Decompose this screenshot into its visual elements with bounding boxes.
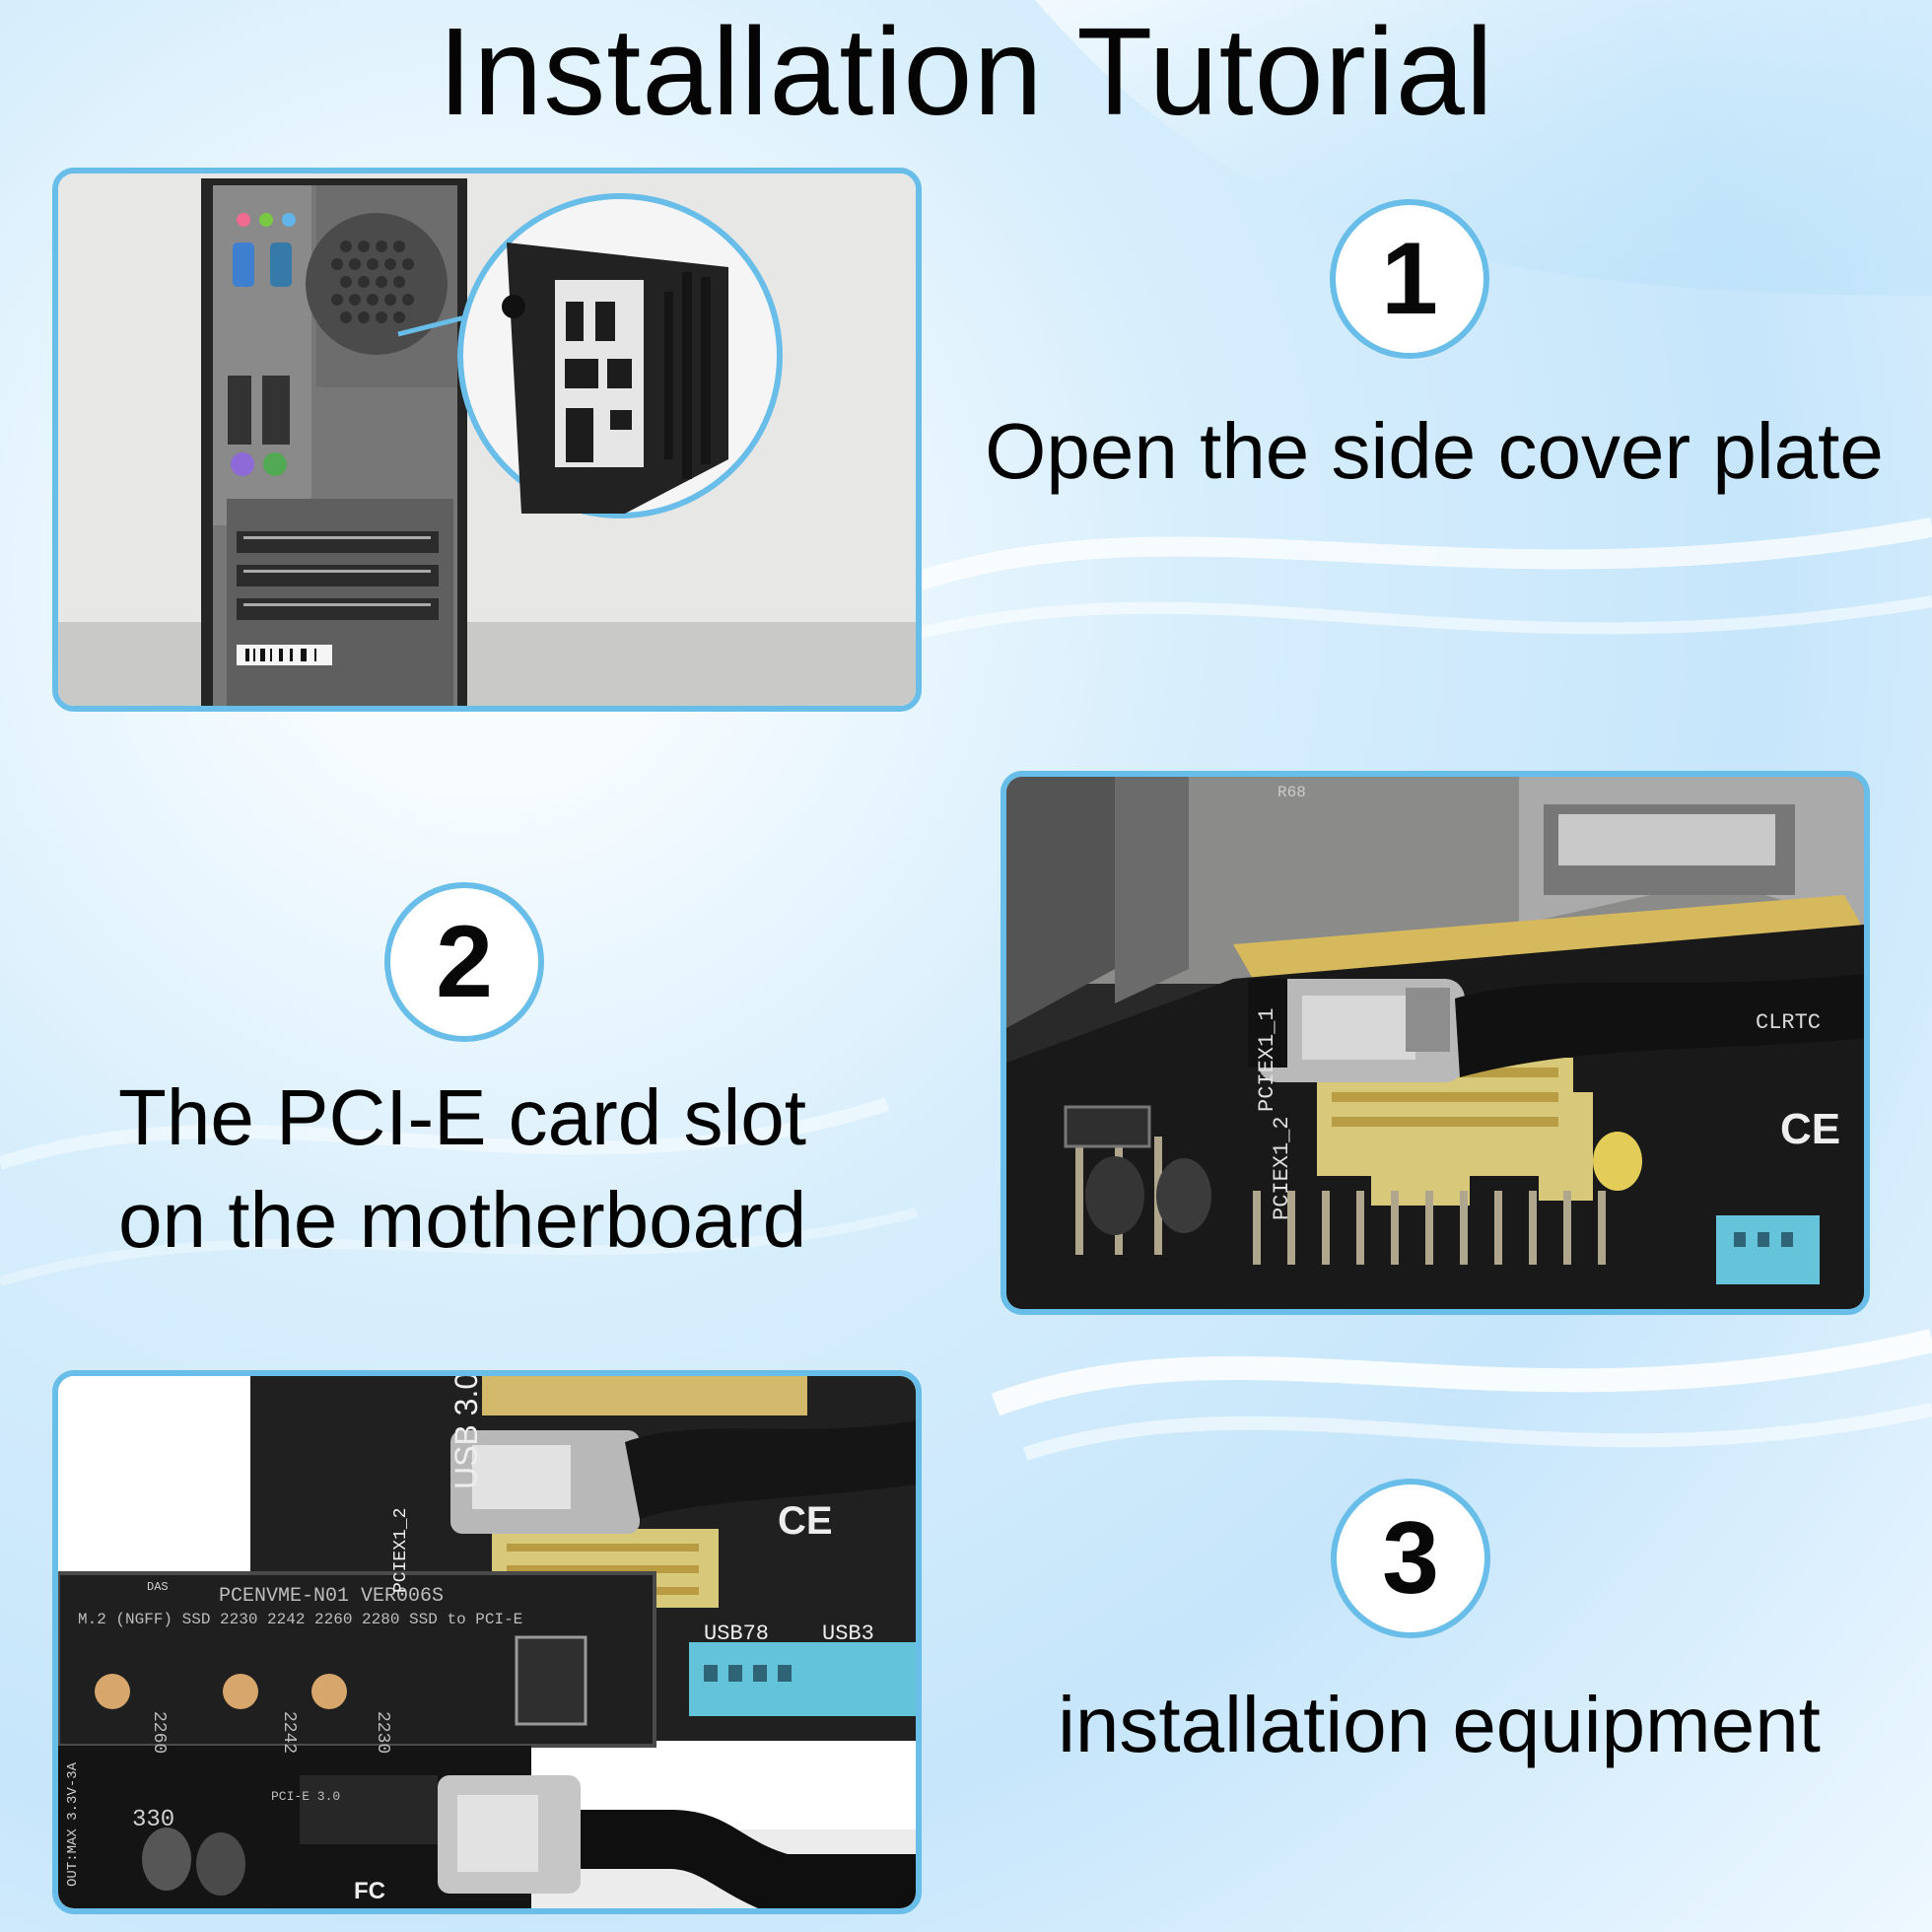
slot-label-2: PCIEX1_2 <box>1270 1116 1294 1220</box>
connector-code: DAS <box>147 1580 169 1594</box>
step-2-caption-line-2: on the motherboard <box>118 1176 807 1264</box>
pc-case-icon <box>58 173 916 706</box>
fc-mark: FC <box>354 1878 385 1904</box>
step-2-badge: 2 <box>384 882 544 1042</box>
step-1-badge: 1 <box>1330 199 1489 359</box>
ce-mark: CE <box>1780 1105 1840 1153</box>
capacitor-value: 330 <box>132 1807 174 1833</box>
step-3-photo: PCENVME-N01 VER006S M.2 (NGFF) SSD 2230 … <box>52 1370 922 1914</box>
slot-label-3: PCIEX1_2 <box>391 1508 411 1593</box>
adapter-card-icon: PCENVME-N01 VER006S M.2 (NGFF) SSD 2230 … <box>58 1376 916 1908</box>
usb-label-78: USB78 <box>704 1622 769 1646</box>
step-1-caption: Open the side cover plate <box>985 407 1884 495</box>
slot-label-1: PCIEX1_1 <box>1255 1007 1279 1112</box>
motherboard-slot-icon: CE CLRTC R68 PCIEX1_1 PCIEX1_2 <box>1006 777 1864 1309</box>
power-spec: OUT:MAX 3.3V-3A <box>65 1761 81 1887</box>
step-2-photo: CE CLRTC R68 PCIEX1_1 PCIEX1_2 <box>1000 771 1870 1315</box>
m2-size-2230: 2230 <box>373 1711 392 1754</box>
usb-label-3: USB3 <box>822 1622 874 1646</box>
m2-card-spec: M.2 (NGFF) SSD 2230 2242 2260 2280 SSD t… <box>78 1611 522 1628</box>
step-1-photo <box>52 168 922 712</box>
step-3-badge: 3 <box>1331 1479 1490 1638</box>
m2-size-2260: 2260 <box>149 1711 169 1754</box>
step-3-caption: installation equipment <box>1058 1681 1821 1768</box>
chip-code: CLRTC <box>1756 1010 1821 1035</box>
small-code: R68 <box>1277 784 1306 801</box>
board-label: USB 3.0 <box>448 1376 484 1489</box>
m2-size-2242: 2242 <box>279 1711 299 1754</box>
pcie-version: PCI-E 3.0 <box>271 1789 340 1804</box>
step-2-caption-line-1: The PCI-E card slot <box>118 1073 807 1161</box>
step-2-caption: The PCI-E card slot on the motherboard <box>118 1067 867 1272</box>
page-title: Installation Tutorial <box>438 2 1494 141</box>
ce-mark-3: CE <box>778 1499 833 1543</box>
m2-card-model: PCENVME-N01 VER006S <box>219 1585 444 1608</box>
